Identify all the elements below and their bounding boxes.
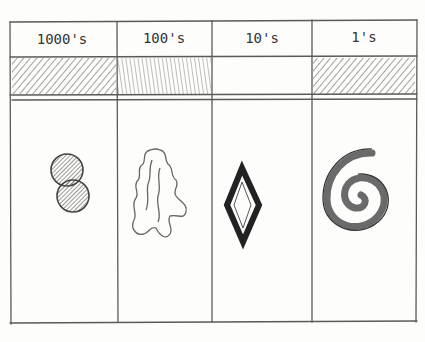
- hatched-band: [12, 58, 415, 94]
- grid-line: [12, 99, 417, 100]
- grid-line: [211, 21, 212, 322]
- column-header: 1's: [351, 29, 376, 45]
- symbol-diamond-inner: [234, 182, 251, 228]
- symbol-diamond: [227, 168, 259, 242]
- symbol-circle: [57, 180, 89, 212]
- grid-line: [416, 20, 417, 322]
- thousands-symbol: [51, 154, 89, 212]
- grid-line: [10, 94, 417, 95]
- grid-line: [10, 321, 417, 323]
- grid-line: [10, 22, 11, 324]
- tens-symbol: [227, 168, 259, 242]
- grid-line: [311, 20, 312, 322]
- hundreds-symbol: [133, 149, 187, 237]
- column-header: 1000's: [37, 31, 88, 47]
- band-shading: [12, 58, 116, 94]
- band-shading: [313, 58, 415, 94]
- band-shading: [118, 58, 211, 94]
- column-header: 100's: [143, 30, 185, 46]
- column-header: 10's: [245, 30, 279, 46]
- ones-symbol-outline: [323, 149, 388, 230]
- grid-line: [10, 56, 417, 57]
- grid-line: [117, 22, 118, 322]
- table-grid: [10, 20, 417, 324]
- grid-line: [10, 20, 417, 22]
